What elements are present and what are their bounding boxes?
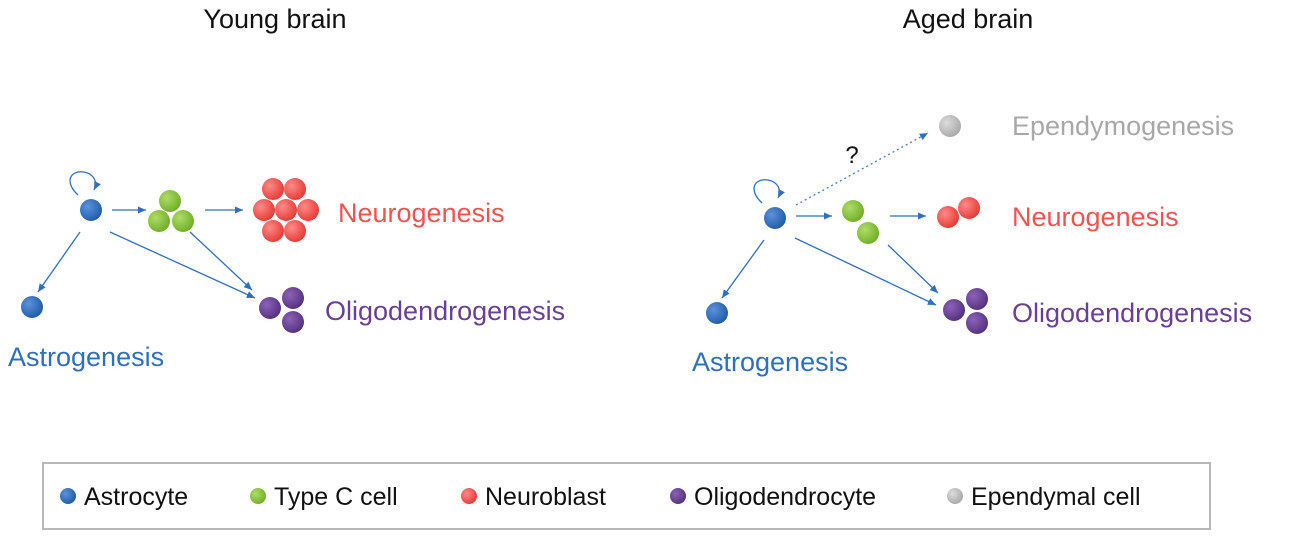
- aged-brain-panel: Aged brain ? Ependymogenesis Neurogenesi…: [692, 4, 1252, 377]
- legend-item-oligodendrocyte: Oligodendrocyte: [670, 483, 876, 511]
- aged-neurogenesis-label: Neurogenesis: [1012, 202, 1179, 232]
- young-oligodendrogenesis-label: Oligodendrogenesis: [325, 296, 565, 326]
- young-astrogenesis-label: Astrogenesis: [8, 342, 164, 372]
- young-astrogenesis-cell: [21, 296, 43, 318]
- aged-astrogenesis-cell: [706, 302, 728, 324]
- legend-label-ependymal: Ependymal cell: [971, 483, 1141, 511]
- legend-swatch-oligodendrocyte: [670, 488, 686, 504]
- aged-oligodendrogenesis-label: Oligodendrogenesis: [1012, 298, 1252, 328]
- legend-swatch-ependymal: [947, 488, 963, 504]
- young-oligodendrocyte-cluster: [259, 287, 304, 333]
- young-neurogenesis-label: Neurogenesis: [338, 198, 505, 228]
- aged-self-renewal-arrow: [753, 179, 785, 204]
- legend-item-ependymal: Ependymal cell: [947, 483, 1141, 511]
- aged-arrow-astrocyte-to-astrogenesis: [721, 239, 765, 299]
- aged-neuroblast-cluster: [937, 197, 980, 228]
- legend-swatch-type-c: [250, 488, 266, 504]
- aged-dotted-arrow-to-ependymal: [795, 132, 929, 206]
- aged-oligodendrocyte-cluster: [943, 288, 988, 334]
- legend-swatch-astrocyte: [60, 488, 76, 504]
- young-arrow-typec-to-oligodendrocyte: [189, 231, 253, 291]
- young-astrocyte-cell: [80, 199, 102, 221]
- young-brain-title: Young brain: [203, 4, 346, 34]
- young-neuroblast-cluster: [253, 178, 319, 242]
- legend: Astrocyte Type C cell Neuroblast Oligode…: [42, 462, 1211, 530]
- aged-typec-cluster: [842, 200, 879, 244]
- legend-label-type-c: Type C cell: [274, 483, 398, 511]
- legend-item-neuroblast: Neuroblast: [461, 483, 606, 511]
- legend-label-astrocyte: Astrocyte: [84, 483, 188, 511]
- aged-brain-title: Aged brain: [903, 4, 1034, 34]
- legend-box: [42, 462, 1211, 530]
- young-typec-cluster: [148, 190, 194, 232]
- aged-question-mark: ?: [845, 142, 858, 169]
- aged-astrogenesis-label: Astrogenesis: [692, 347, 848, 377]
- aged-astrocyte-cell: [764, 207, 786, 229]
- legend-label-oligodendrocyte: Oligodendrocyte: [694, 483, 876, 511]
- aged-arrow-typec-to-oligodendrocyte: [887, 244, 939, 294]
- young-arrow-astrocyte-to-oligodendrocyte: [109, 231, 256, 299]
- legend-item-type-c: Type C cell: [250, 483, 398, 511]
- legend-swatch-neuroblast: [461, 488, 477, 504]
- legend-label-neuroblast: Neuroblast: [485, 483, 606, 511]
- aged-ependymal-cell: [939, 115, 961, 137]
- young-self-renewal-arrow: [69, 171, 101, 196]
- young-brain-panel: Young brain Neurogenesis: [8, 4, 565, 372]
- young-arrow-astrocyte-to-astrogenesis: [37, 231, 81, 293]
- legend-item-astrocyte: Astrocyte: [60, 483, 188, 511]
- aged-ependymogenesis-label: Ependymogenesis: [1012, 111, 1234, 141]
- aged-arrow-astrocyte-to-oligodendrocyte: [794, 237, 937, 306]
